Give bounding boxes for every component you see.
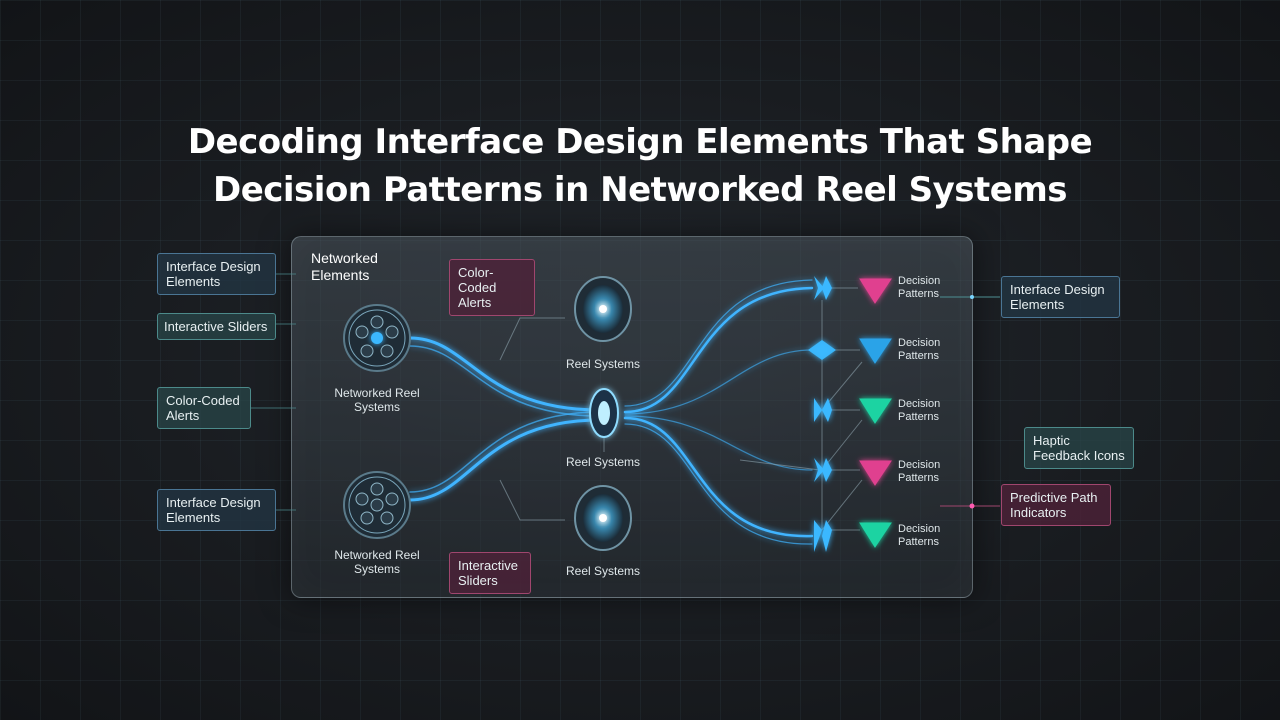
reel-systems-bottom bbox=[574, 485, 632, 551]
right-tag-predictive-path: Predictive Path Indicators bbox=[1001, 484, 1111, 526]
inner-tag-interactive-sliders: Interactive Sliders bbox=[449, 552, 531, 594]
decision-triangle-icon bbox=[859, 522, 892, 548]
left-tag-interface-design: Interface Design Elements bbox=[157, 253, 276, 295]
inner-tag-color-coded-alerts: Color-Coded Alerts bbox=[449, 259, 535, 316]
tag-label: Interface Design Elements bbox=[166, 259, 261, 289]
tag-label: Predictive Path Indicators bbox=[1010, 490, 1098, 520]
decision-triangle-icon bbox=[859, 398, 892, 424]
tag-label: Interactive Sliders bbox=[164, 319, 268, 334]
right-tag-interface-design: Interface Design Elements bbox=[1001, 276, 1120, 318]
decision-label: Decision Patterns bbox=[898, 337, 941, 362]
decision-triangle-icon bbox=[859, 338, 892, 364]
flow-ribbons bbox=[408, 279, 814, 545]
decision-icons bbox=[859, 278, 892, 548]
thin-connectors bbox=[499, 287, 863, 531]
left-connector-lines bbox=[251, 273, 296, 511]
tag-label: Color-Coded Alerts bbox=[166, 393, 240, 423]
reel-hub bbox=[589, 388, 619, 438]
title-line-2: Decision Patterns in Networked Reel Syst… bbox=[212, 170, 1068, 210]
tag-label: Interface Design Elements bbox=[1010, 282, 1105, 312]
label-reel-systems-bottom: Reel Systems bbox=[565, 564, 641, 578]
decision-triangle-icon bbox=[859, 460, 892, 486]
reel-systems-top bbox=[574, 276, 632, 342]
panel-title: Networked Elements bbox=[311, 250, 378, 283]
page-title: Decoding Interface Design Elements That … bbox=[0, 118, 1280, 214]
tag-label: Color-Coded Alerts bbox=[458, 265, 497, 310]
label-reel-systems-top: Reel Systems bbox=[565, 357, 641, 371]
decision-triangle-icon bbox=[859, 278, 892, 304]
left-tag-interactive-sliders: Interactive Sliders bbox=[157, 313, 276, 340]
label-networked-reel-bottom: Networked Reel Systems bbox=[334, 548, 420, 576]
right-tag-haptic-feedback: Haptic Feedback Icons bbox=[1024, 427, 1134, 469]
decision-label: Decision Patterns bbox=[898, 523, 941, 548]
label-networked-reel-top: Networked Reel Systems bbox=[334, 386, 420, 414]
decision-nodes bbox=[808, 276, 836, 552]
diagram-panel bbox=[291, 236, 973, 598]
title-line-1: Decoding Interface Design Elements That … bbox=[187, 122, 1093, 162]
left-tag-interface-design-2: Interface Design Elements bbox=[157, 489, 276, 531]
decision-label: Decision Patterns bbox=[898, 398, 941, 423]
tag-label: Interactive Sliders bbox=[458, 558, 518, 588]
label-reel-systems-hub: Reel Systems bbox=[565, 455, 641, 469]
speed-streaks bbox=[300, 291, 565, 531]
tag-label: Haptic Feedback Icons bbox=[1033, 433, 1125, 463]
networked-reel-top bbox=[343, 304, 411, 372]
networked-reel-bottom bbox=[343, 471, 411, 539]
decision-label: Decision Patterns bbox=[898, 275, 941, 300]
tag-label: Interface Design Elements bbox=[166, 495, 261, 525]
right-connector-lines bbox=[940, 295, 1000, 509]
left-tag-color-coded-alerts: Color-Coded Alerts bbox=[157, 387, 251, 429]
decision-label: Decision Patterns bbox=[898, 459, 941, 484]
